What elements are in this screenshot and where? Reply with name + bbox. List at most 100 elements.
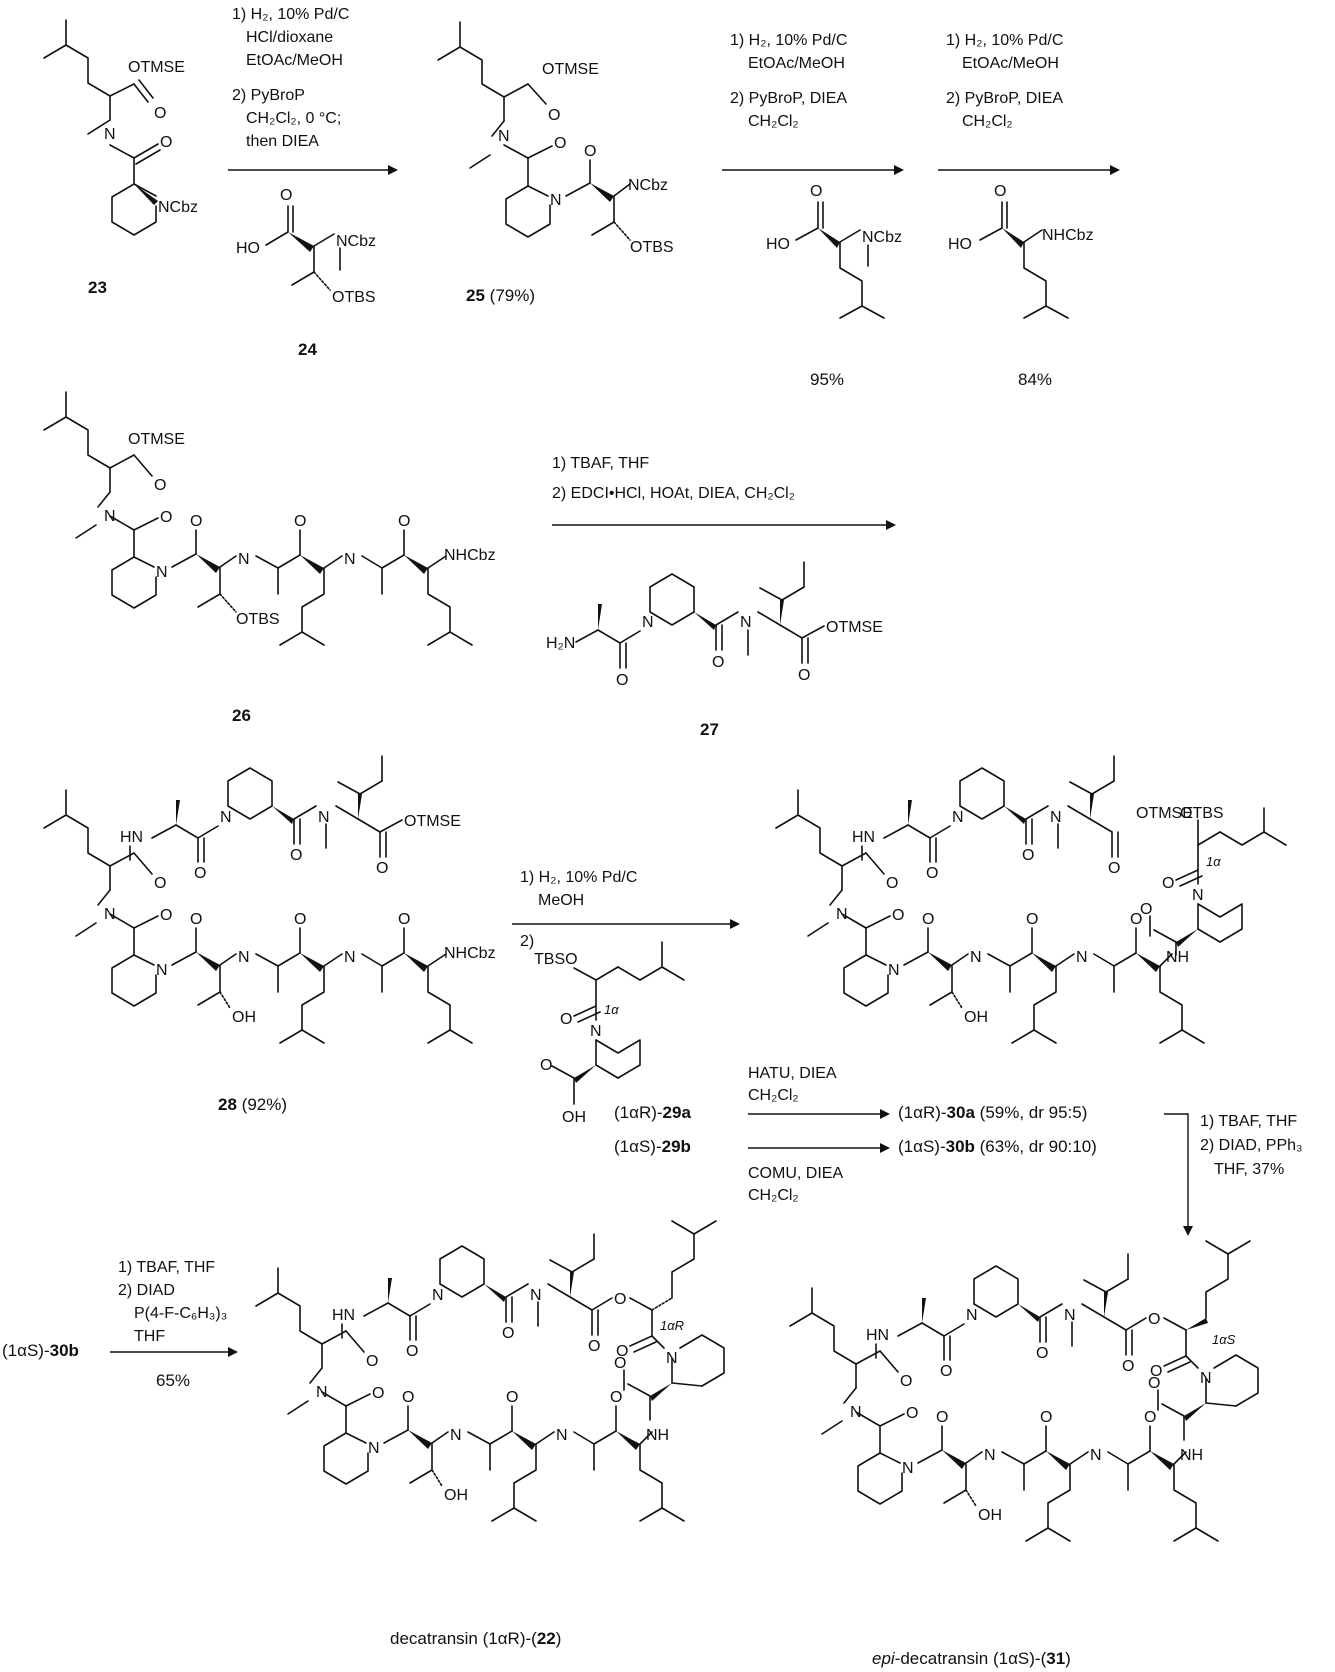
h2n-label: H₂N [546,635,575,652]
nhcbz-label: NHCbz [444,945,496,962]
decatransin-22-structure [255,1220,725,1522]
compound-25-label: 25 (79%) [466,286,535,305]
step-7-conditions: 1) TBAF, THF 2) DIAD, PPh₃ THF, 37% [1200,1113,1303,1178]
o-label: O [366,1353,378,1370]
compound-26-label: 26 [232,706,251,725]
n-label: N [666,1350,678,1367]
n-label: N [344,551,356,568]
epi-decatransin-31-structure [789,1240,1259,1542]
o-label: O [294,911,306,928]
oh-label: OH [444,1487,468,1504]
n-label: N [498,128,510,145]
svg-text:THF, 37%: THF, 37% [1214,1161,1284,1178]
step-8-conditions: 1) TBAF, THF 2) DIAD P(4-F-C₆H₃)₃ THF [118,1259,227,1345]
n-label: N [1064,1307,1076,1324]
svg-text:COMU, DIEA: COMU, DIEA [748,1165,843,1182]
hn-label: HN [332,1307,355,1324]
o-label: O [502,1325,514,1342]
n-label: N [1192,887,1204,904]
ncbz-label: NCbz [862,229,902,246]
svg-text:CH₂Cl₂: CH₂Cl₂ [748,1187,799,1204]
svg-text:2) PyBroP, DIEA: 2) PyBroP, DIEA [946,90,1063,107]
oh-label: OH [232,1009,256,1026]
step-6b-conditions: COMU, DIEA CH₂Cl₂ [748,1165,843,1204]
o-label: O [160,134,172,151]
hn-label: HN [866,1327,889,1344]
n-label: N [984,1447,996,1464]
n-label: N [952,809,964,826]
o-label: O [1108,860,1120,877]
o-label: O [402,1389,414,1406]
o-label: O [376,860,388,877]
o-label: O [886,875,898,892]
n-label: N [642,614,654,631]
otmse-label: OTMSE [1136,805,1193,822]
o-label: O [940,1363,952,1380]
svg-text:P(4-F-C₆H₃)₃: P(4-F-C₆H₃)₃ [134,1305,227,1322]
ho-label: HO [948,236,972,253]
otbs-label: OTBS [1180,805,1224,822]
otmse-label: OTMSE [826,619,883,636]
n-label: N [530,1287,542,1304]
svg-text:2) DIAD, PPh₃: 2) DIAD, PPh₃ [1200,1137,1303,1154]
otmse-label: OTMSE [128,59,185,76]
nhcbz-label: NHCbz [1042,227,1094,244]
o-label: O [154,875,166,892]
nh-label: NH [1166,949,1189,966]
o-label: O [892,907,904,924]
o-label: O [922,911,934,928]
o-label: O [900,1373,912,1390]
ncbz-label: NCbz [628,177,668,194]
otbs-label: OTBS [630,239,674,256]
svg-text:2) PyBroP, DIEA: 2) PyBroP, DIEA [730,90,847,107]
n-label: N [220,809,232,826]
step-2-conditions: 1) H₂, 10% Pd/C EtOAc/MeOH 2) PyBroP, DI… [730,32,847,130]
svg-text:1) TBAF, THF: 1) TBAF, THF [552,455,649,472]
step-6a-conditions: HATU, DIEA CH₂Cl₂ [748,1065,837,1104]
svg-text:2) PyBroP: 2) PyBroP [232,87,305,104]
step-8-yield: 65% [156,1371,190,1390]
svg-text:CH₂Cl₂, 0 °C;: CH₂Cl₂, 0 °C; [246,110,341,127]
n-label: N [966,1307,978,1324]
o-label: O [160,509,172,526]
n-label: N [316,1384,328,1401]
n-label: N [344,949,356,966]
compound-23-label: 23 [88,278,107,297]
o-label: O [588,1338,600,1355]
n-label: N [888,962,900,979]
compound-30a-label: (1αR)-30a (59%, dr 95:5) [898,1103,1087,1122]
hn-label: HN [852,829,875,846]
o-label: O [554,135,566,152]
svg-text:1) H₂, 10% Pd/C: 1) H₂, 10% Pd/C [946,32,1063,49]
o-label: O [1144,1409,1156,1426]
svg-text:EtOAc/MeOH: EtOAc/MeOH [962,55,1059,72]
compound-28-structure [43,755,473,1044]
svg-text:2): 2) [520,933,534,950]
o-label: O [372,1385,384,1402]
oh-label: OH [978,1507,1002,1524]
otmse-label: OTMSE [404,813,461,830]
o-label: O [926,865,938,882]
one-alpha-label: 1α [604,1002,619,1017]
n-label: N [156,962,168,979]
o-label: O [1140,901,1152,918]
svg-text:MeOH: MeOH [538,892,584,909]
o-label: O [616,1343,628,1360]
o-label: O [810,183,822,200]
svg-text:1) TBAF, THF: 1) TBAF, THF [1200,1113,1297,1130]
n-label: N [1076,949,1088,966]
svg-text:EtOAc/MeOH: EtOAc/MeOH [748,55,845,72]
o-label: O [506,1389,518,1406]
compound-30b-label: (1αS)-30b (63%, dr 90:10) [898,1137,1097,1156]
compound-24-label: 24 [298,340,317,359]
n-label: N [556,1427,568,1444]
o-label: O [1162,875,1174,892]
o-label: O [1040,1409,1052,1426]
compound-27-label: 27 [700,720,719,739]
n-label: N [1090,1447,1102,1464]
o-label: O [154,105,166,122]
one-alpha-r-label: 1αR [660,1318,684,1333]
n-label: N [432,1287,444,1304]
o-label: O [540,1057,552,1074]
o-label: O [1036,1345,1048,1362]
